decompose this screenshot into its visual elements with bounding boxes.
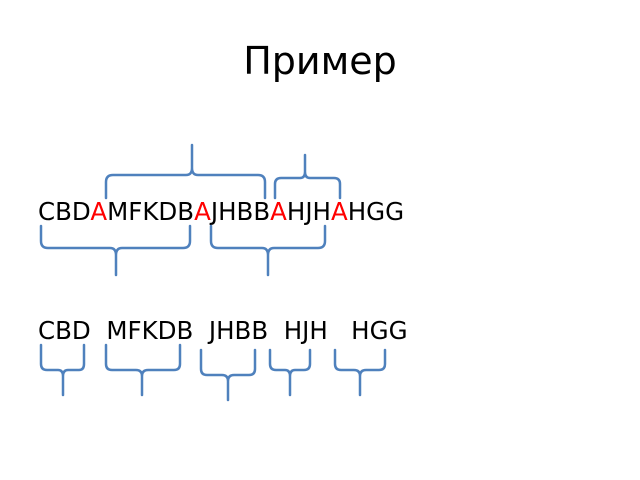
- brace-line2-2-icon: [104, 343, 182, 397]
- brace-bottom-2-icon: [209, 224, 327, 277]
- brace-line2-3-icon: [199, 348, 257, 402]
- highlighted-letter: A: [330, 197, 348, 226]
- segment: HGG: [347, 197, 405, 226]
- highlighted-letter: A: [194, 197, 211, 226]
- brace-line2-4-icon: [268, 348, 312, 397]
- segment: MFKDB: [107, 197, 195, 226]
- highlighted-letter: A: [270, 197, 287, 226]
- brace-top-2-icon: [273, 153, 342, 200]
- sequence-line-1: CBDAMFKDBAJHBBAHJHAHGG: [38, 197, 404, 226]
- segment: HJH: [286, 197, 331, 226]
- slide-title: Пример: [243, 39, 397, 83]
- brace-bottom-1-icon: [39, 224, 192, 277]
- brace-line2-5-icon: [333, 348, 387, 397]
- segment: JHBB: [210, 197, 271, 226]
- brace-line2-1-icon: [39, 343, 86, 397]
- segment: CBD: [38, 197, 91, 226]
- sequence-line-2: CBD MFKDB JHBB HJH HGG: [38, 316, 408, 345]
- highlighted-letter: A: [90, 197, 108, 226]
- brace-top-1-icon: [104, 143, 267, 200]
